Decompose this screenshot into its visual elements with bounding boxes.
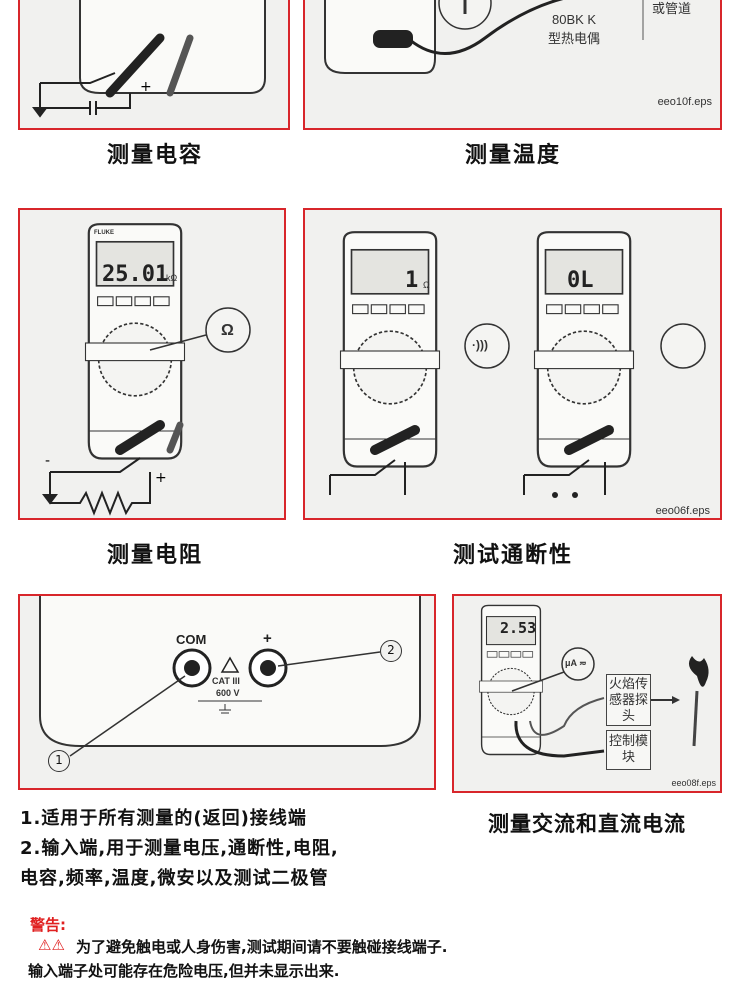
control-module-box: 控制模块	[606, 730, 651, 770]
current-caption: 测量交流和直流电流	[488, 812, 686, 836]
figure-id: eeo08f.eps	[671, 778, 716, 788]
plus-label: +	[263, 630, 272, 647]
temperature-illustration	[324, 0, 644, 74]
warning-icons: ⚠⚠	[38, 936, 65, 954]
thermocouple-label: 80BK K	[552, 12, 597, 27]
terminals-illustration	[39, 596, 421, 757]
note-line-3: 电容,频率,温度,微安以及测试二极管	[20, 868, 329, 889]
temperature-panel: 80BK K 型热电偶 或管道 eeo10f.eps	[303, 0, 722, 130]
duct-label: 或管道	[652, 1, 692, 16]
continuity-caption: 测试通断性	[452, 543, 573, 568]
callout-2: 2	[380, 640, 402, 662]
thermocouple-label-cn: 型热电偶	[548, 31, 601, 46]
current-panel: 2.53 μA ≂ 火焰传感器探头 控制模块 eeo08f.eps	[452, 594, 722, 793]
current-illustration	[478, 604, 709, 758]
resistance-caption: 测量电阻	[106, 543, 203, 568]
com-label: COM	[176, 632, 207, 647]
note-line-2: 2.输入端,用于测量电压,通断性,电阻,	[20, 838, 339, 859]
cat-label: CAT III	[212, 676, 240, 686]
capacitance-panel: +	[18, 0, 290, 130]
meter-display-2: 0L	[567, 268, 594, 293]
terminals-panel: COM + CAT III 600 V 1 2	[18, 594, 436, 790]
meter-display-1: 1	[405, 268, 419, 293]
voltage-label: 600 V	[216, 688, 240, 698]
figure-id: eeo10f.eps	[657, 96, 712, 108]
capacitance-caption: 测量电容	[106, 143, 203, 168]
continuity-panel: 1 Ω 0L ·))) eeo06f.eps	[303, 208, 722, 520]
temperature-caption: 测量温度	[464, 143, 561, 168]
continuity-dial-symbol: ·)))	[472, 338, 488, 352]
figure-id: eeo06f.eps	[655, 505, 710, 517]
warning-line-1: 为了避免触电或人身伤害,测试期间请不要触碰接线端子.	[76, 938, 448, 956]
svg-text:+: +	[140, 79, 152, 95]
svg-text:+: +	[155, 470, 167, 486]
flame-sensor-box: 火焰传感器探头	[606, 674, 651, 726]
warning-line-2: 输入端子处可能存在危险电压,但并未显示出来.	[28, 962, 340, 980]
resistance-illustration: +-	[42, 223, 251, 516]
warning-title: 警告:	[30, 916, 66, 934]
note-line-1: 1.适用于所有测量的(返回)接线端	[20, 808, 307, 829]
display-unit-1: Ω	[423, 280, 430, 290]
svg-text:-: -	[45, 453, 50, 469]
microamp-dial-symbol: μA ≂	[565, 658, 587, 668]
callout-1: 1	[48, 750, 70, 772]
capacitance-illustration: +	[32, 0, 266, 118]
display-unit: kΩ	[166, 273, 178, 283]
continuity-illustration	[329, 231, 706, 498]
brand-logo: FLUKE	[94, 230, 114, 236]
meter-display: 2.53	[500, 619, 537, 637]
ohm-dial-symbol: Ω	[221, 322, 234, 339]
meter-display: 25.01	[102, 262, 169, 287]
resistance-panel: +- FLUKE 25.01 kΩ Ω	[18, 208, 286, 520]
